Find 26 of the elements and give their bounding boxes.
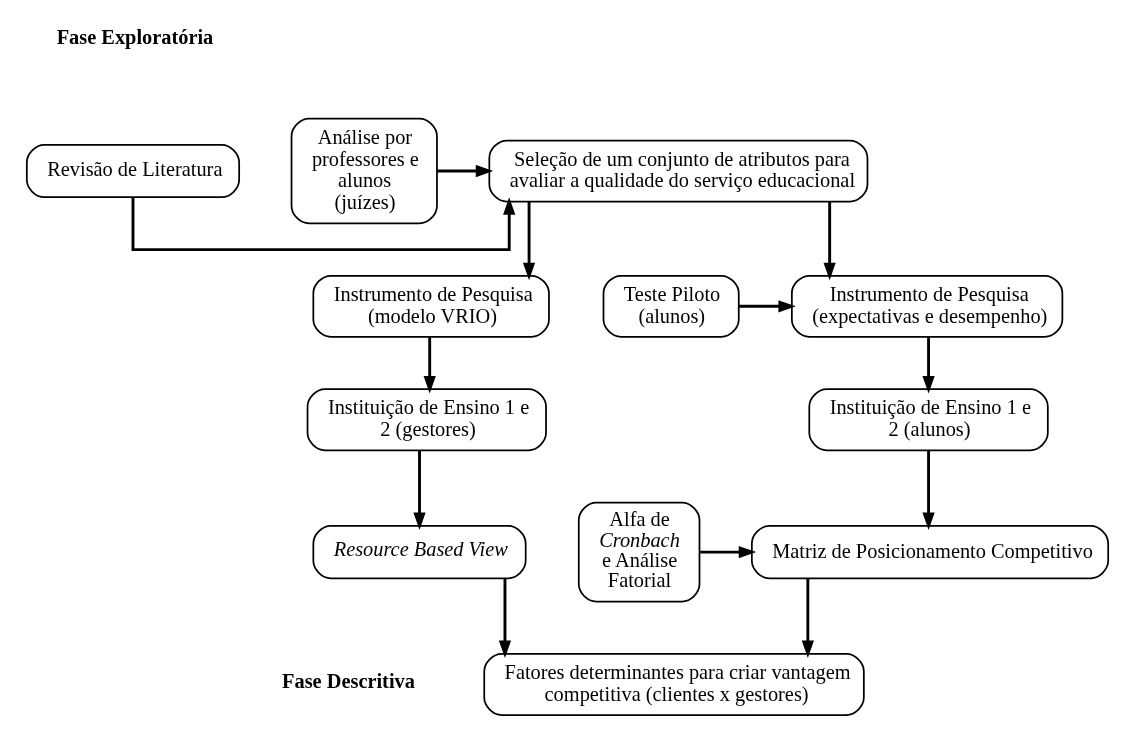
node-box: Seleção de um conjunto de atributos para avaliar a qualidade do serviço educacional	[487, 139, 868, 203]
arrow	[522, 201, 535, 281]
node-box: Fatores determinantes para criar vantagem competitiva (clientes x gestores)	[482, 653, 865, 716]
arrow	[436, 164, 493, 178]
arrow	[921, 337, 935, 394]
arrow	[921, 450, 935, 531]
node-box: Resource Based View	[311, 525, 527, 580]
arrow	[738, 300, 796, 313]
arrow	[498, 578, 511, 658]
label: Fase Descritiva	[281, 670, 415, 693]
arrow	[423, 337, 436, 394]
node-box: Matriz de Posicionamento Competitivo	[750, 525, 1109, 580]
node-box: Teste Piloto (alunos)	[602, 274, 740, 338]
node-box: Instituição de Ensino 1 e 2 (gestores)	[306, 388, 547, 452]
node-box: Revisão de Literatura	[25, 144, 240, 199]
arrow	[131, 197, 515, 252]
arrow	[823, 201, 836, 281]
node-box: Instrumento de Pesquisa (expectativas e desempenho)	[790, 274, 1063, 338]
label: Fase Exploratória	[56, 26, 213, 49]
node-box: Análise por professores e alunos (juízes)	[290, 117, 438, 225]
arrow	[412, 450, 426, 531]
node-box: Instituição de Ensino 1 e 2 (alunos)	[807, 388, 1049, 452]
node-box: Alfa de Cronbach e Análise Fatorial	[577, 501, 700, 603]
arrow	[801, 578, 814, 658]
node-box: Instrumento de Pesquisa (modelo VRIO)	[311, 274, 550, 338]
arrow	[699, 546, 756, 559]
